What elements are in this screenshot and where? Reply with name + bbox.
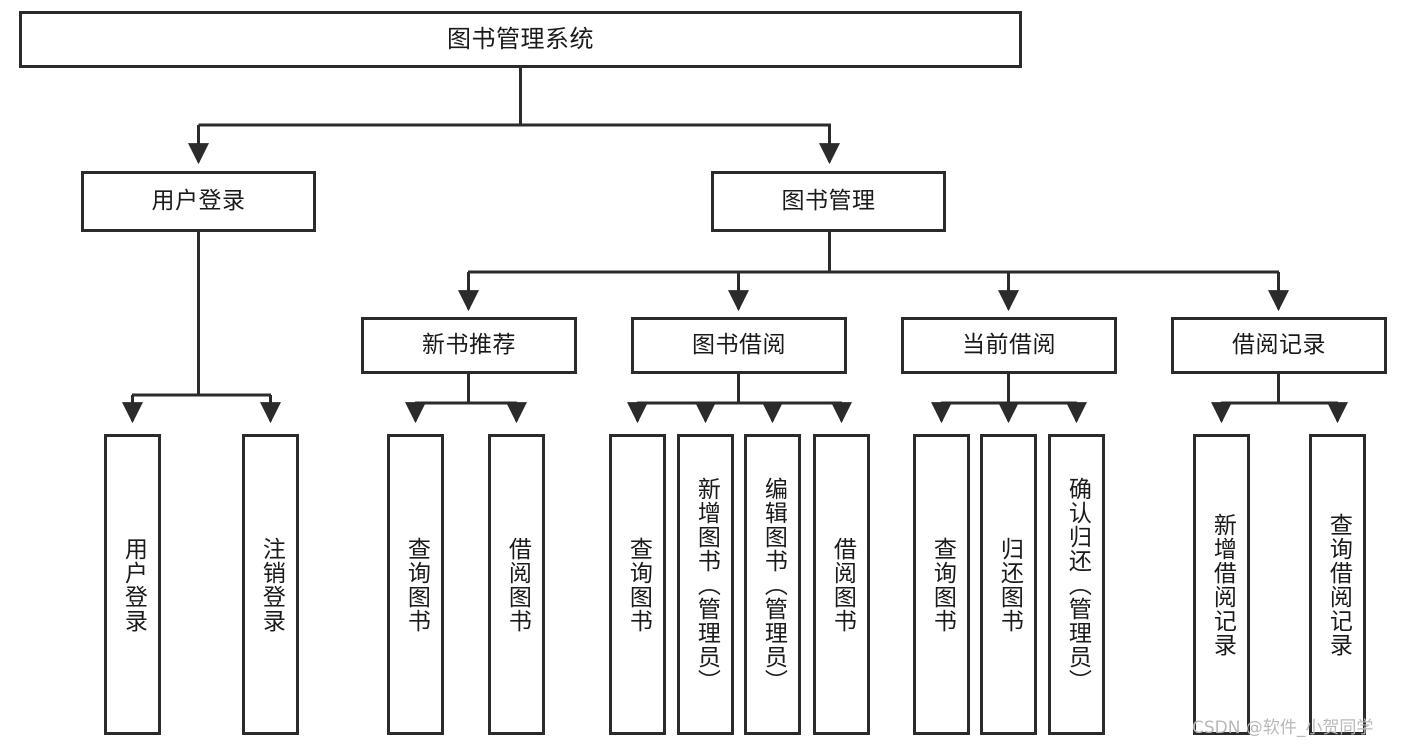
node-label: 借阅图书: [504, 536, 531, 633]
node-leaf-book-borrow-borrow[interactable]: 借阅图书: [813, 434, 870, 735]
node-label: 新增图书（管理员）: [693, 476, 720, 693]
node-label: 借阅图书: [829, 536, 856, 633]
node-label: 查询借阅记录: [1325, 512, 1352, 657]
node-book-management[interactable]: 图书管理: [711, 171, 946, 232]
node-label: 用户登录: [151, 187, 246, 214]
node-current-borrow[interactable]: 当前借阅: [901, 317, 1117, 374]
node-leaf-current-borrow-return[interactable]: 归还图书: [980, 434, 1037, 735]
node-leaf-current-borrow-confirm-return[interactable]: 确认归还（管理员）: [1048, 434, 1105, 735]
node-leaf-user-login-login[interactable]: 用户登录: [104, 434, 161, 735]
node-label: 注销登录: [258, 536, 285, 633]
node-new-book-recommend[interactable]: 新书推荐: [361, 317, 577, 374]
node-leaf-current-borrow-query[interactable]: 查询图书: [913, 434, 970, 735]
node-leaf-new-book-query[interactable]: 查询图书: [387, 434, 444, 735]
node-leaf-borrow-record-query[interactable]: 查询借阅记录: [1309, 434, 1366, 735]
node-root-library-management-system[interactable]: 图书管理系统: [19, 11, 1022, 68]
node-label: 编辑图书（管理员）: [760, 476, 787, 693]
node-label: 确认归还（管理员）: [1064, 476, 1091, 693]
node-leaf-book-borrow-query[interactable]: 查询图书: [609, 434, 666, 735]
node-label: 图书管理: [781, 187, 876, 214]
node-leaf-borrow-record-add[interactable]: 新增借阅记录: [1193, 434, 1250, 735]
node-book-borrow[interactable]: 图书借阅: [631, 317, 847, 374]
node-label: 归还图书: [996, 536, 1023, 633]
node-borrow-record[interactable]: 借阅记录: [1171, 317, 1387, 374]
node-label: 查询图书: [929, 536, 956, 633]
node-label: 新书推荐: [422, 331, 516, 358]
node-user-login[interactable]: 用户登录: [81, 171, 316, 232]
node-label: 借阅记录: [1232, 331, 1326, 358]
node-label: 当前借阅: [962, 331, 1056, 358]
node-label: 用户登录: [120, 536, 147, 633]
node-leaf-book-borrow-edit[interactable]: 编辑图书（管理员）: [744, 434, 801, 735]
node-leaf-new-book-borrow[interactable]: 借阅图书: [488, 434, 545, 735]
node-leaf-user-login-logout[interactable]: 注销登录: [242, 434, 299, 735]
node-label: 查询图书: [403, 536, 430, 633]
node-label: 新增借阅记录: [1209, 512, 1236, 657]
node-leaf-book-borrow-add[interactable]: 新增图书（管理员）: [677, 434, 734, 735]
node-label: 查询图书: [625, 536, 652, 633]
node-label: 图书借阅: [692, 331, 786, 358]
node-label: 图书管理系统: [447, 25, 594, 54]
csdn-watermark: CSDN @软件_小贺同学: [1192, 718, 1374, 738]
